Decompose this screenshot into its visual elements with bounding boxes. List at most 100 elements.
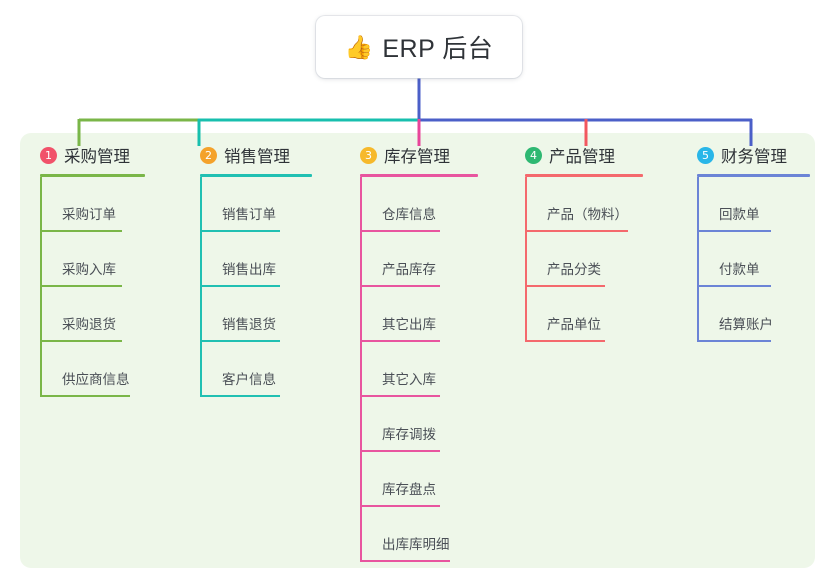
branch-item-underline: [360, 340, 440, 342]
branch-item[interactable]: 结算账户: [697, 287, 810, 342]
branch-number-badge: 5: [697, 146, 714, 164]
branch-item[interactable]: 库存盘点: [360, 452, 478, 507]
branch-number-badge: 3: [360, 146, 377, 164]
branch-column-4: 4 产品管理产品（物料） 产品分类产品单位: [525, 144, 643, 342]
branch-underline: [200, 174, 312, 177]
branch-number-badge: 4: [525, 146, 542, 164]
branch-item-label: 库存调拨: [382, 427, 436, 442]
branch-item-underline: [360, 285, 440, 287]
root-node-content: 👍 ERP 后台: [345, 29, 494, 65]
branch-item-underline: [200, 285, 280, 287]
branch-header-3[interactable]: 3 库存管理: [360, 144, 478, 166]
branch-item-label: 库存盘点: [382, 482, 436, 497]
branch-item-underline: [525, 340, 605, 342]
branch-title: 采购管理: [64, 148, 130, 166]
branch-item[interactable]: 出库库明细: [360, 507, 478, 562]
branch-item-label: 产品分类: [547, 262, 601, 277]
branch-title: 销售管理: [224, 148, 290, 166]
branch-header-5[interactable]: 5 财务管理: [697, 144, 810, 166]
branch-item-label: 结算账户: [719, 317, 773, 332]
branch-item[interactable]: 仓库信息: [360, 177, 478, 232]
branch-item-underline: [200, 395, 280, 397]
branch-column-5: 5 财务管理回款单付款单结算账户: [697, 144, 810, 342]
branch-spine: [697, 177, 699, 342]
branch-item-underline: [360, 230, 440, 232]
branch-item[interactable]: 其它入库: [360, 342, 478, 397]
branch-item-list: 回款单付款单结算账户: [697, 177, 810, 342]
branch-item-underline: [697, 285, 771, 287]
branch-title: 库存管理: [384, 148, 450, 166]
branch-item-list: 采购订单采购入库采购退货供应商信息: [40, 177, 145, 397]
branch-item[interactable]: 客户信息: [200, 342, 312, 397]
branch-item-label: 其它出库: [382, 317, 436, 332]
root-title: ERP 后台: [382, 35, 494, 63]
branches-panel: [20, 133, 815, 568]
branch-title: 产品管理: [549, 148, 615, 166]
branch-item[interactable]: 产品（物料）: [525, 177, 643, 232]
branch-item-label: 产品（物料）: [547, 207, 628, 222]
branch-column-1: 1 采购管理采购订单采购入库采购退货供应商信息: [40, 144, 145, 397]
branch-column-2: 2 销售管理销售订单销售出库销售退货客户信息: [200, 144, 312, 397]
branch-item-underline: [360, 560, 450, 562]
branch-item[interactable]: 其它出库: [360, 287, 478, 342]
branch-spine: [40, 177, 42, 397]
branch-item-underline: [200, 230, 280, 232]
branch-item[interactable]: 销售订单: [200, 177, 312, 232]
branch-item-list: 仓库信息产品库存其它出库其它入库库存调拨库存盘点出库库明细: [360, 177, 478, 562]
branch-item-label: 供应商信息: [62, 372, 130, 387]
branch-item-label: 销售出库: [222, 262, 276, 277]
branch-underline: [360, 174, 478, 177]
branch-item[interactable]: 产品库存: [360, 232, 478, 287]
branch-item-list: 销售订单销售出库销售退货客户信息: [200, 177, 312, 397]
branch-item-list: 产品（物料） 产品分类产品单位: [525, 177, 643, 342]
branch-number-badge: 1: [40, 146, 57, 164]
branch-underline: [697, 174, 810, 177]
branch-title: 财务管理: [721, 148, 787, 166]
branch-item-label: 销售订单: [222, 207, 276, 222]
branch-item[interactable]: 采购入库: [40, 232, 145, 287]
branch-spine: [360, 177, 362, 562]
branch-item[interactable]: 产品分类: [525, 232, 643, 287]
branch-item-underline: [40, 230, 122, 232]
branch-item-label: 其它入库: [382, 372, 436, 387]
branch-item-label: 出库库明细: [382, 537, 450, 552]
branch-item-underline: [360, 395, 440, 397]
branch-spine: [525, 177, 527, 342]
branch-item-underline: [525, 285, 605, 287]
branch-header-1[interactable]: 1 采购管理: [40, 144, 145, 166]
branch-item-underline: [360, 450, 440, 452]
branch-header-4[interactable]: 4 产品管理: [525, 144, 643, 166]
branch-item-label: 销售退货: [222, 317, 276, 332]
branch-item[interactable]: 供应商信息: [40, 342, 145, 397]
branch-item-label: 采购入库: [62, 262, 116, 277]
branch-item[interactable]: 回款单: [697, 177, 810, 232]
branch-item-label: 回款单: [719, 207, 760, 222]
branch-item-label: 产品库存: [382, 262, 436, 277]
thumbs-up-icon: 👍: [344, 33, 374, 60]
root-node[interactable]: 👍 ERP 后台: [316, 16, 522, 78]
branch-item[interactable]: 销售出库: [200, 232, 312, 287]
branch-item-underline: [360, 505, 440, 507]
branch-item[interactable]: 库存调拨: [360, 397, 478, 452]
branch-item[interactable]: 产品单位: [525, 287, 643, 342]
branch-item[interactable]: 销售退货: [200, 287, 312, 342]
branch-item-label: 采购订单: [62, 207, 116, 222]
branch-item[interactable]: 付款单: [697, 232, 810, 287]
branch-item-underline: [40, 285, 122, 287]
branch-underline: [40, 174, 145, 177]
branch-spine: [200, 177, 202, 397]
branch-header-2[interactable]: 2 销售管理: [200, 144, 312, 166]
branch-item-label: 付款单: [719, 262, 760, 277]
branch-item-underline: [40, 340, 122, 342]
branch-item-underline: [525, 230, 628, 232]
branch-item[interactable]: 采购退货: [40, 287, 145, 342]
branch-item-underline: [200, 340, 280, 342]
branch-underline: [525, 174, 643, 177]
branch-item[interactable]: 采购订单: [40, 177, 145, 232]
branch-number-badge: 2: [200, 146, 217, 164]
branch-item-label: 仓库信息: [382, 207, 436, 222]
branch-column-3: 3 库存管理仓库信息产品库存其它出库其它入库库存调拨库存盘点出库库明细: [360, 144, 478, 562]
branch-item-underline: [697, 340, 771, 342]
